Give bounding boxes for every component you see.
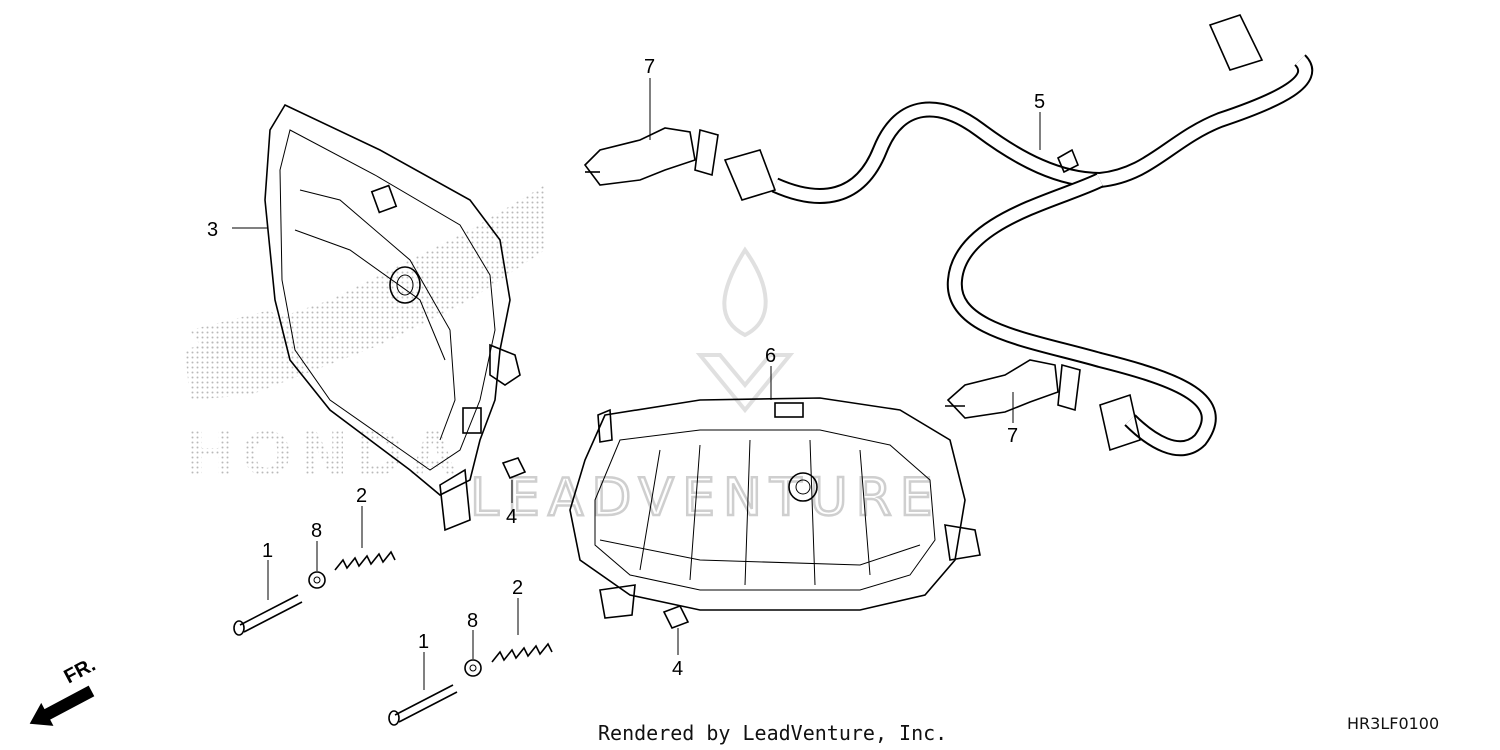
leadventure-watermark: LEADVENTURE	[469, 246, 941, 529]
front-label: FR.	[61, 654, 100, 689]
leader-lines	[232, 78, 1041, 690]
callout-1-lower: 1	[418, 631, 429, 653]
watermark-text: LEADVENTURE	[470, 468, 941, 528]
washer-upper-hole	[313, 576, 321, 584]
callout-5: 5	[1034, 91, 1045, 113]
callout-2-upper: 2	[356, 485, 367, 507]
screw-upper	[233, 594, 303, 636]
callout-8-lower: 8	[467, 610, 478, 632]
callout-4-lower: 4	[672, 658, 683, 680]
washer-lower	[464, 659, 482, 677]
clip-upper	[501, 457, 527, 480]
honda-wing-watermark: HONDA	[185, 185, 545, 490]
washer-lower-hole	[469, 664, 477, 672]
callout-2-lower: 2	[512, 577, 523, 599]
clip-lower	[662, 604, 690, 630]
headlight-left	[264, 103, 521, 532]
callout-4-upper: 4	[506, 506, 517, 528]
callout-6: 6	[765, 345, 776, 367]
washer-upper	[308, 571, 326, 589]
wire-harness	[723, 14, 1314, 457]
diagram-code: HR3LF0100	[1347, 714, 1439, 733]
headlight-right	[569, 397, 981, 619]
callout-7-top: 7	[644, 56, 655, 78]
rendered-by-text: Rendered by LeadVenture, Inc.	[598, 721, 947, 745]
spring-upper	[334, 550, 396, 571]
callout-7-bottom: 7	[1007, 425, 1018, 447]
callout-1-upper: 1	[262, 540, 273, 562]
callout-3: 3	[207, 219, 218, 241]
spring-lower	[491, 642, 553, 663]
screw-lower	[388, 684, 458, 726]
bulb-bottom	[945, 359, 1081, 419]
bulb-top	[583, 127, 719, 186]
callout-8-upper: 8	[311, 520, 322, 542]
front-direction-arrow: FR.	[29, 654, 100, 726]
brand-watermark-text: HONDA	[185, 420, 463, 490]
